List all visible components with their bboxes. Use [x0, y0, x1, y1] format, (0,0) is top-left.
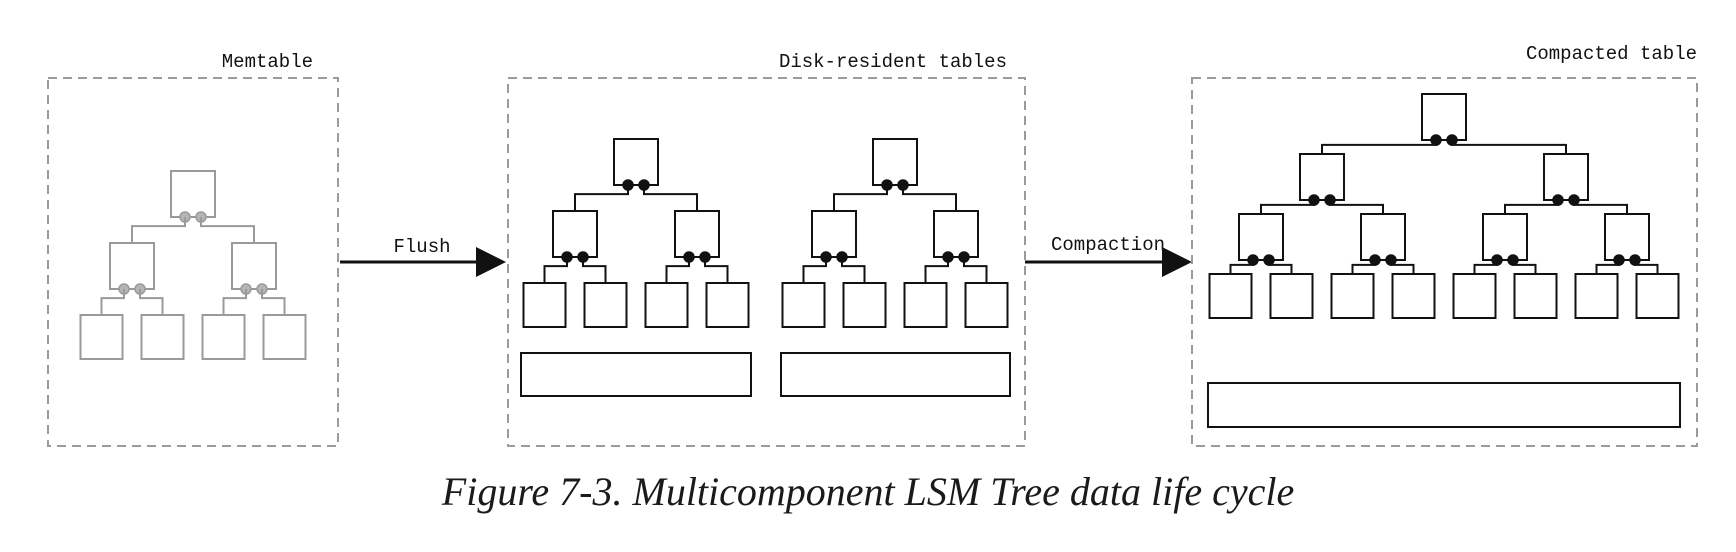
disk-tables-label: Disk-resident tables [779, 51, 1007, 73]
tree-node [811, 210, 857, 258]
leaf-node [1208, 273, 1253, 319]
tree-node [1604, 213, 1650, 261]
tree-node [1543, 153, 1589, 201]
compacted-group: Compacted table [1191, 43, 1698, 447]
tree-edge [1473, 260, 1498, 274]
leaf-node [262, 314, 307, 360]
compacted-boundary [1191, 77, 1698, 447]
leaf-node [522, 282, 567, 328]
tree-edge [1451, 140, 1567, 154]
tree-edge [1260, 200, 1315, 214]
compacted-data-block [1207, 382, 1681, 428]
figure-caption: Figure 7-3. Multicomponent LSM Tree data… [441, 469, 1295, 514]
tree-edge [1595, 260, 1620, 274]
tree-edge [261, 289, 286, 315]
tree-edge [1321, 140, 1437, 154]
tree-node [109, 242, 155, 290]
tree-edge [1329, 200, 1384, 214]
tree-edge [222, 289, 247, 315]
tree-edge [841, 257, 866, 283]
tree-edge [665, 257, 690, 283]
tree-node [170, 170, 216, 218]
leaf-node [79, 314, 124, 360]
memtable-group: Memtable [47, 51, 339, 447]
compaction-label: Compaction [1051, 234, 1165, 256]
tree-edge [1351, 260, 1376, 274]
leaf-node [964, 282, 1009, 328]
tree-edge [582, 257, 607, 283]
tree-edge [1573, 200, 1628, 214]
compaction-arrow: Compaction [1025, 234, 1192, 277]
tree-edge [1504, 200, 1559, 214]
leaf-node [1269, 273, 1314, 319]
tree-node [1299, 153, 1345, 201]
leaf-node [842, 282, 887, 328]
disk-table-tree-2 [781, 138, 1009, 328]
tree-node [933, 210, 979, 258]
tree-node [1238, 213, 1284, 261]
tree-edge [704, 257, 729, 283]
tree-edge [802, 257, 827, 283]
tree-edge [1268, 260, 1293, 274]
tree-node [552, 210, 598, 258]
leaf-node [1452, 273, 1497, 319]
leaf-node [140, 314, 185, 360]
tree-edge [1512, 260, 1537, 274]
tree-node [613, 138, 659, 186]
tree-edge [131, 217, 186, 243]
leaf-node [201, 314, 246, 360]
tree-edge [902, 185, 957, 211]
memtable-label: Memtable [222, 51, 313, 73]
leaf-node [705, 282, 750, 328]
tree-edge [1390, 260, 1415, 274]
disk-table-2-data-block [780, 352, 1011, 397]
disk-tables-boundary [507, 77, 1026, 447]
tree-node [231, 242, 277, 290]
flush-arrow: Flush [340, 236, 506, 277]
leaf-node [1513, 273, 1558, 319]
tree-node [872, 138, 918, 186]
flush-label: Flush [393, 236, 450, 258]
leaf-node [1635, 273, 1680, 319]
tree-edge [1634, 260, 1659, 274]
tree-edge [924, 257, 949, 283]
leaf-node [583, 282, 628, 328]
tree-edge [574, 185, 629, 211]
tree-edge [100, 289, 125, 315]
tree-edge [833, 185, 888, 211]
tree-edge [200, 217, 255, 243]
leaf-node [1330, 273, 1375, 319]
tree-node [1421, 93, 1467, 141]
compacted-tree [1208, 93, 1680, 319]
leaf-node [1574, 273, 1619, 319]
tree-edge [1229, 260, 1254, 274]
memtable-boundary [47, 77, 339, 447]
leaf-node [1391, 273, 1436, 319]
compacted-label: Compacted table [1526, 43, 1697, 65]
tree-edge [643, 185, 698, 211]
tree-node [1482, 213, 1528, 261]
disk-table-1-data-block [520, 352, 752, 397]
tree-edge [543, 257, 568, 283]
tree-node [1360, 213, 1406, 261]
tree-edge [963, 257, 988, 283]
memtable-tree [79, 170, 307, 360]
leaf-node [644, 282, 689, 328]
leaf-node [781, 282, 826, 328]
tree-node [674, 210, 720, 258]
disk-table-tree-1 [522, 138, 750, 328]
leaf-node [903, 282, 948, 328]
tree-edge [139, 289, 164, 315]
disk-tables-group: Disk-resident tables [507, 51, 1026, 447]
